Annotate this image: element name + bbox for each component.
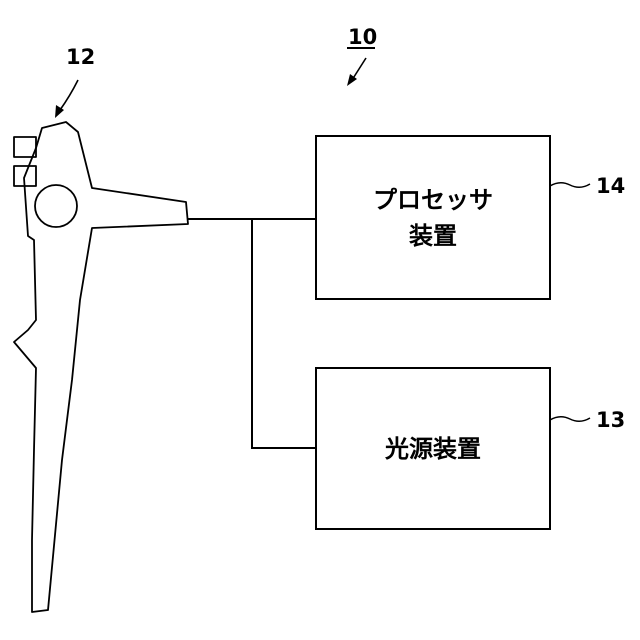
system-ref-arrow-shaft [352, 58, 366, 80]
processor-label-line2: 装置 [409, 222, 457, 250]
endoscope-label-group: 12 [55, 45, 95, 118]
system-ref-label: 10 [348, 25, 377, 49]
endoscope-body [14, 122, 188, 612]
cable [188, 219, 316, 448]
processor-ref-label: 14 [596, 174, 625, 198]
processor-label-line1: プロセッサ [373, 186, 493, 214]
light-source-device: 光源装置 [316, 368, 550, 529]
light-source-ref-label: 13 [596, 408, 625, 432]
processor-ref-group: 14 [550, 174, 625, 198]
processor-ref-leader [550, 183, 590, 188]
endoscope [14, 122, 188, 612]
light-source-ref-leader [550, 417, 590, 422]
endoscope-ref-label: 12 [66, 45, 95, 69]
endoscope-angle-knob [35, 185, 77, 227]
processor-box [316, 136, 550, 299]
endoscope-ref-arrow-shaft [60, 80, 78, 110]
cable-to-light-source [252, 219, 316, 448]
light-source-label: 光源装置 [384, 435, 481, 463]
system-label-group: 10 [347, 25, 377, 86]
light-source-ref-group: 13 [550, 408, 625, 432]
processor-device: プロセッサ 装置 [316, 136, 550, 299]
